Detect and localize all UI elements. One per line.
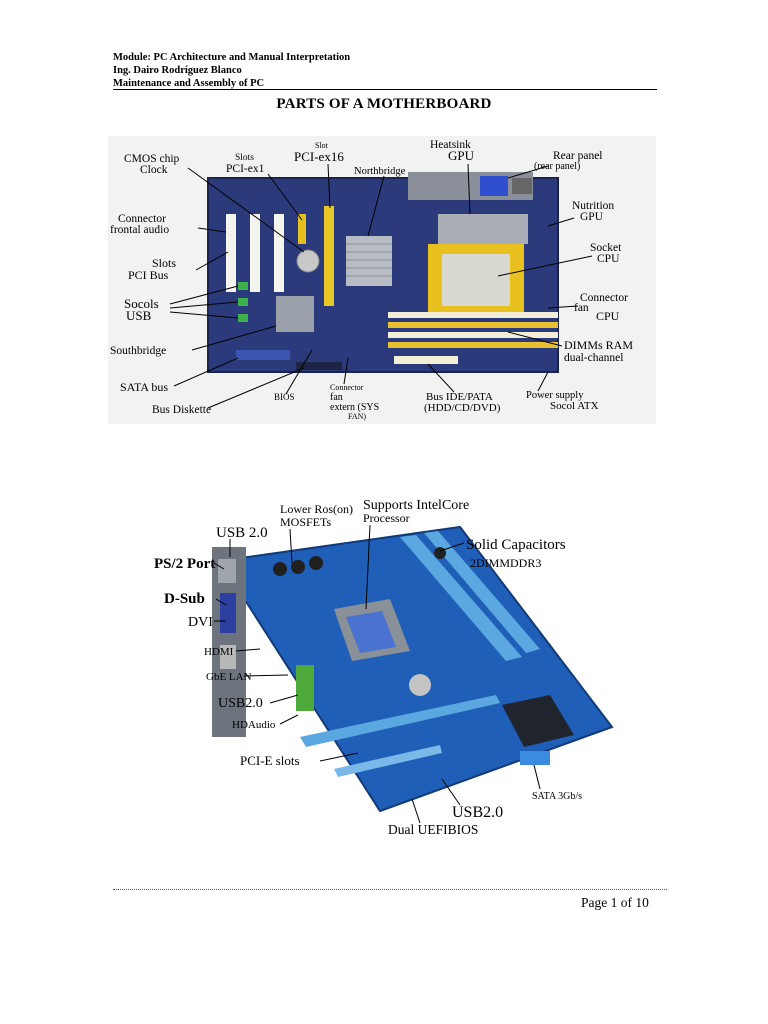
label-slots: Slots — [235, 153, 254, 163]
label-usb20-mid: USB2.0 — [218, 696, 263, 711]
header-author: Ing. Dairo Rodríguez Blanco — [113, 65, 242, 77]
cmos-battery-2 — [409, 674, 431, 696]
southbridge-chip — [276, 296, 314, 332]
page-title: PARTS OF A MOTHERBOARD — [0, 96, 768, 113]
dimm-slot — [388, 322, 558, 328]
label-pci-ex1: PCI-ex1 — [226, 163, 265, 175]
pci-slot — [226, 214, 236, 292]
label-gbe-lan: GbE LAN — [206, 671, 252, 683]
page-number: Page 1 of 10 — [581, 895, 649, 911]
label-bios: BIOS — [274, 392, 295, 402]
label-processor: Processor — [363, 511, 410, 525]
label-socol-atx: Socol ATX — [550, 400, 599, 412]
label-usb20-top: USB 2.0 — [216, 525, 268, 541]
label-sys-fan-close: FAN) — [348, 412, 366, 421]
label-gpu: GPU — [448, 148, 475, 163]
cpu-socket — [442, 254, 510, 306]
dimm-slot — [388, 312, 558, 318]
label-socket-cpu: CPU — [597, 253, 620, 265]
label-sata: SATA bus — [120, 380, 168, 394]
usb-header — [238, 314, 248, 322]
label-frontal-audio: frontal audio — [110, 224, 169, 236]
gpu-heatsink — [438, 214, 528, 244]
pci-ex16-slot — [324, 206, 334, 306]
label-hdmi: HDMI — [204, 646, 234, 658]
label-dual-channel: dual-channel — [564, 352, 623, 364]
dimm-slot — [388, 332, 558, 338]
pci-slot — [250, 214, 260, 292]
label-lower-ros: Lower Ros(on) — [280, 502, 353, 516]
label-fan-cpu: CPU — [596, 309, 620, 323]
label-dsub: D-Sub — [164, 591, 205, 607]
usb-header — [238, 282, 248, 290]
motherboard-diagram-2: Lower Ros(on) MOSFETs Supports IntelCore… — [120, 489, 660, 843]
label-ps2: PS/2 Port — [154, 556, 215, 572]
sata-ports-2 — [520, 751, 550, 765]
label-northbridge: Northbridge — [354, 166, 406, 177]
label-sata-3gbs: SATA 3Gb/s — [532, 791, 582, 802]
header-module: Module: PC Architecture and Manual Inter… — [113, 52, 350, 64]
label-dvi: DVI — [188, 615, 213, 630]
usb-header — [238, 298, 248, 306]
label-hdaudio: HDAudio — [232, 719, 276, 731]
label-solid-capacitors: Solid Capacitors — [466, 537, 566, 553]
label-bus-diskette: Bus Diskette — [152, 404, 211, 416]
capacitor — [434, 547, 446, 559]
cmos-battery — [297, 250, 319, 272]
label-southbridge: Southbridge — [110, 345, 166, 357]
label-dimms: DIMMs RAM — [564, 338, 633, 352]
header-rule — [113, 89, 657, 90]
label-ide-devices: (HDD/CD/DVD) — [424, 402, 501, 414]
label-usb20-bottom: USB2.0 — [452, 804, 503, 821]
label-pci-bus: PCI Bus — [128, 268, 169, 282]
pci-ex1-slot — [298, 214, 306, 244]
label-fan: fan — [574, 302, 589, 314]
ide-connector — [394, 356, 458, 364]
label-clock: Clock — [140, 164, 168, 176]
motherboard-diagram-1: CMOS chip Clock Slots PCI-ex1 Slot PCI-e… — [108, 136, 656, 424]
dimm-slot — [388, 342, 558, 348]
capacitor — [273, 562, 287, 576]
label-pcie-slots: PCI-E slots — [240, 753, 300, 768]
label-pci-ex16: PCI-ex16 — [294, 149, 344, 164]
label-2dimmddr3: 2DIMMDDR3 — [470, 556, 541, 570]
footer-rule — [113, 889, 667, 890]
label-connector-sys: Connector — [330, 383, 364, 392]
label-rear-panel-sub: (rear panel) — [534, 161, 580, 172]
label-dual-uefi: Dual UEFIBIOS — [388, 822, 478, 837]
label-nutrition-gpu: GPU — [580, 211, 604, 223]
label-usb: USB — [126, 308, 152, 323]
sata-connectors — [236, 350, 290, 360]
capacitor — [291, 560, 305, 574]
pci-slot — [274, 214, 284, 292]
label-mosfets: MOSFETs — [280, 515, 332, 529]
capacitor — [309, 556, 323, 570]
